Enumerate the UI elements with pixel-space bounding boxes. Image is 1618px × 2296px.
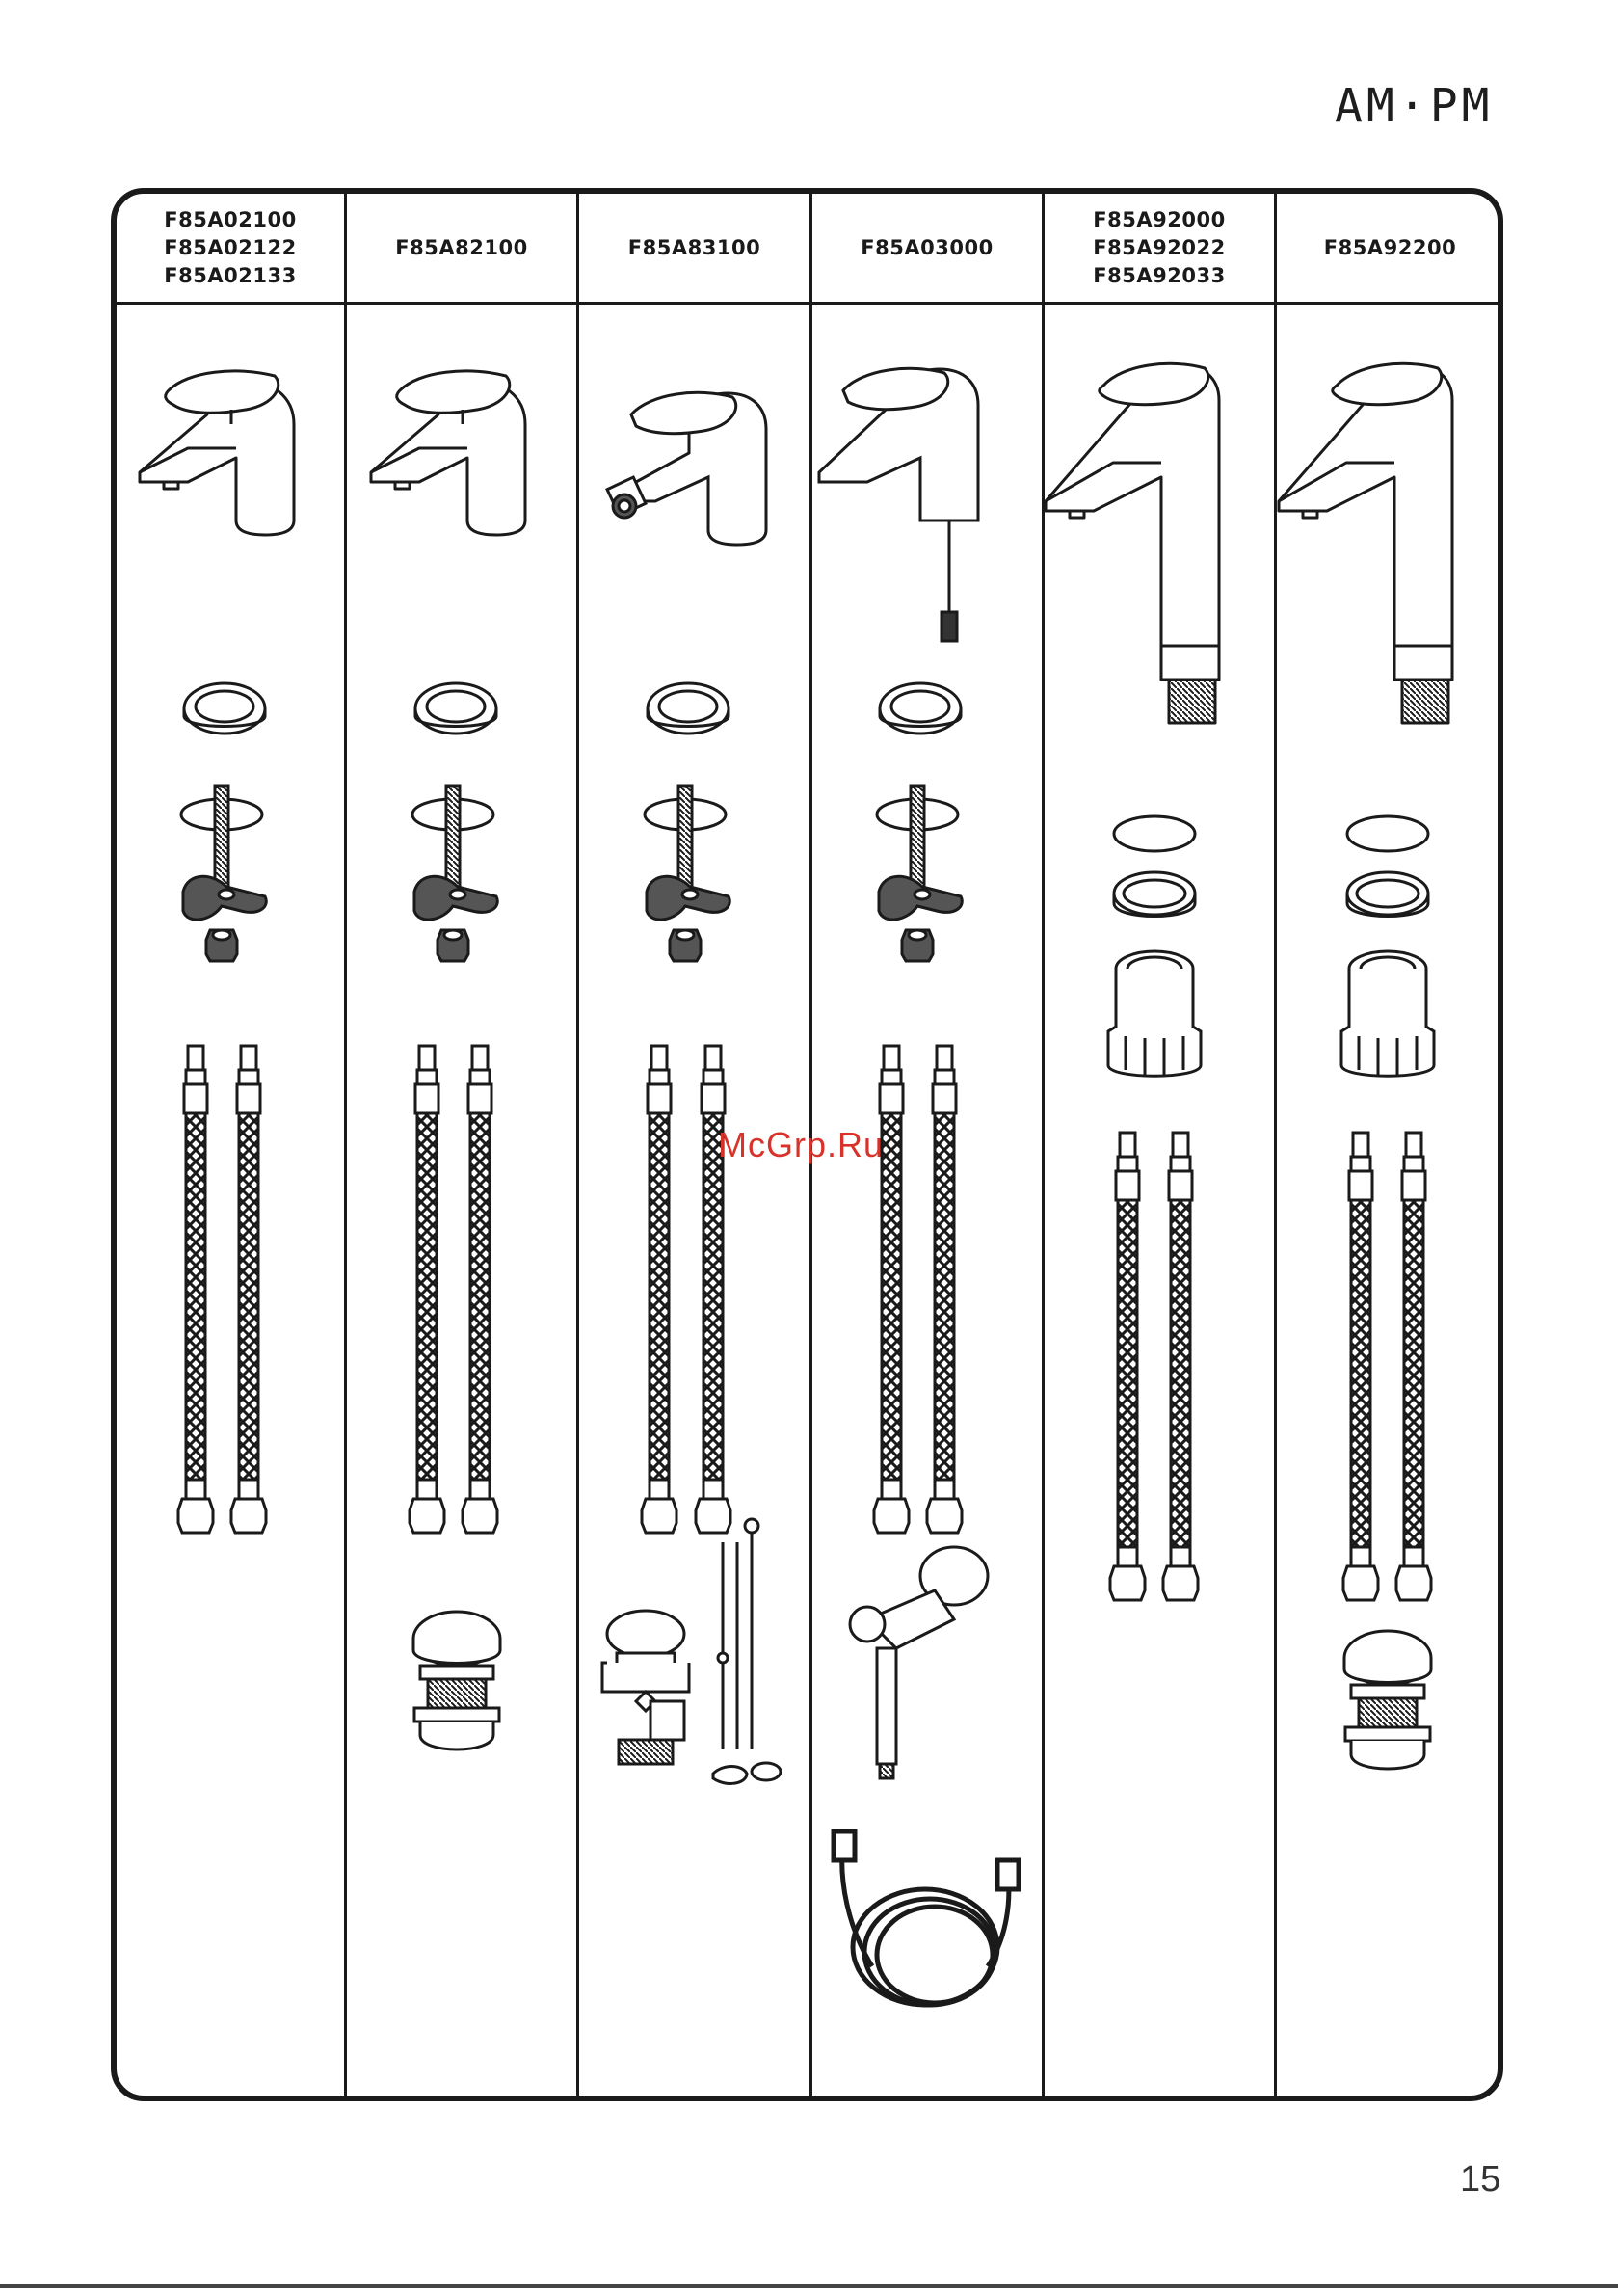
watermark: McGrp.Ru bbox=[718, 1125, 884, 1165]
bottom-rule bbox=[0, 2284, 1618, 2288]
page-number: 15 bbox=[1460, 2159, 1500, 2201]
